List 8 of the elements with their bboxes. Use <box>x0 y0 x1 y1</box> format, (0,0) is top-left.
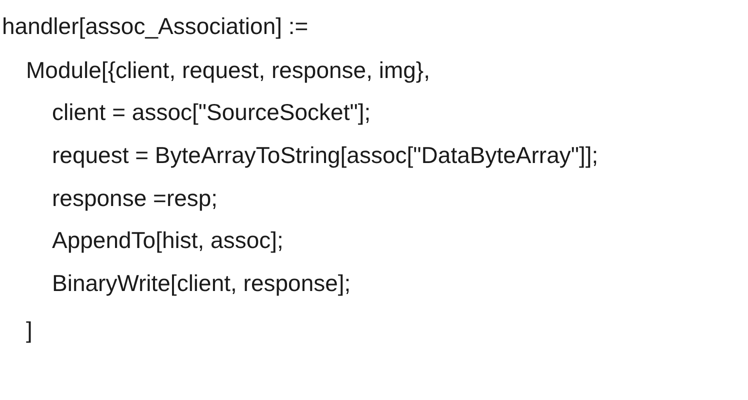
code-line: ] <box>26 316 32 344</box>
code-line: handler[assoc_Association] := <box>2 12 308 40</box>
code-line: Module[{client, request, response, img}, <box>26 56 430 84</box>
code-line: AppendTo[hist, assoc]; <box>52 226 284 254</box>
code-line: BinaryWrite[client, response]; <box>52 269 351 297</box>
code-line: request = ByteArrayToString[assoc["DataByteArray"]]; <box>52 141 598 169</box>
code-line: client = assoc["SourceSocket"]; <box>52 98 371 126</box>
code-line: response =resp; <box>52 184 218 212</box>
